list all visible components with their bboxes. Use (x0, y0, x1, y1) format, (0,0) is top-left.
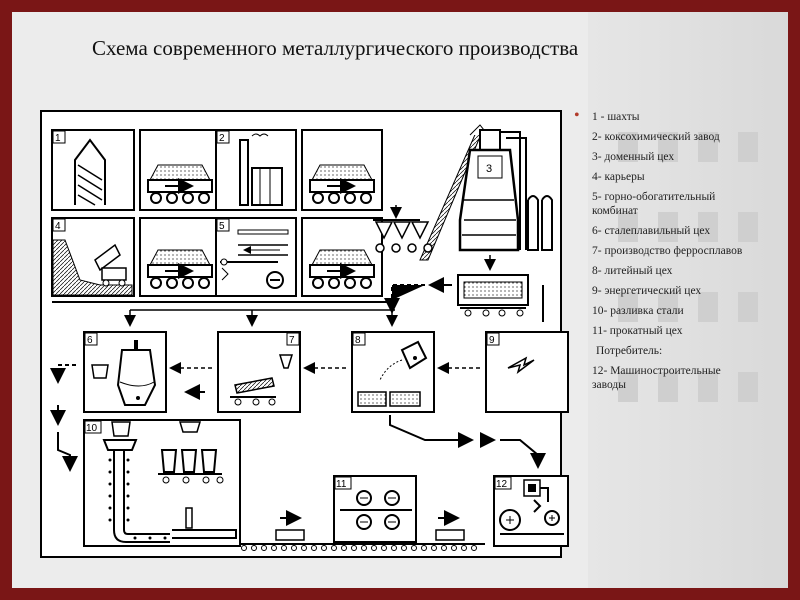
ladle-car (457, 255, 529, 317)
slide: Схема современного металлургического про… (12, 12, 788, 588)
svg-text:10: 10 (86, 423, 98, 434)
box-8-foundry: 8 (351, 331, 435, 413)
svg-text:5: 5 (219, 221, 225, 232)
legend-item: 9- энергетический цех (592, 285, 702, 297)
box-1-wagon (139, 129, 221, 211)
legend-item: 2- коксохимический завод (592, 131, 720, 143)
svg-text:4: 4 (55, 221, 61, 232)
legend-item: 10- разливка стали (592, 305, 684, 317)
box-2-wagon (301, 129, 383, 211)
box-2-coke-plant: 2 (215, 129, 297, 211)
conveyor-bottom (240, 510, 485, 551)
box-6-steel-shop: 6 (83, 331, 167, 413)
svg-text:9: 9 (489, 335, 495, 346)
box-5-mining-plant: 5 (215, 217, 297, 297)
production-diagram: 1 2 (40, 110, 569, 558)
box-number: 1 (55, 133, 61, 144)
background-building (588, 12, 788, 588)
legend-item: 1 - шахты (574, 109, 744, 124)
svg-text:11: 11 (336, 479, 347, 490)
box-3-blast-furnace: 3 (419, 124, 553, 261)
svg-text:2: 2 (219, 133, 225, 144)
legend-item: 5- горно-обогатительный комбинат (592, 191, 716, 217)
legend-item: 6- сталеплавильный цех (592, 225, 711, 237)
legend-item: 11- прокатный цех (592, 325, 683, 337)
box-4-quarry: 4 (51, 217, 135, 297)
legend-item: 4- карьеры (592, 171, 645, 183)
slide-title: Схема современного металлургического про… (92, 36, 579, 60)
svg-text:8: 8 (355, 335, 361, 346)
ore-hoppers (373, 205, 433, 253)
box-10-steel-casting: 10 (83, 419, 241, 547)
box-11-rolling-mill: 11 (333, 475, 417, 543)
legend: 1 - шахты 2- коксохимический завод 3- до… (574, 109, 744, 398)
legend-item: 8- литейный цех (592, 265, 673, 277)
svg-text:6: 6 (87, 335, 93, 346)
box-5-wagon (301, 217, 383, 297)
legend-item: 3- доменный цех (592, 151, 675, 163)
box-1-mines: 1 (51, 129, 135, 211)
svg-text:3: 3 (486, 163, 492, 175)
box-7-ferroalloy: 7 (217, 331, 301, 413)
svg-text:7: 7 (289, 335, 295, 346)
box-9-energy: 9 (485, 331, 569, 413)
box-12-machine-building: 12 (493, 475, 569, 547)
legend-list: 1 - шахты 2- коксохимический завод 3- до… (574, 109, 744, 392)
legend-consumer-heading: Потребитель: (596, 345, 663, 357)
legend-item: 7- производство ферросплавов (592, 245, 743, 257)
svg-text:12: 12 (496, 479, 508, 490)
legend-item: 12- Машиностроительные заводы (592, 365, 721, 391)
box-4-wagon (139, 217, 221, 297)
